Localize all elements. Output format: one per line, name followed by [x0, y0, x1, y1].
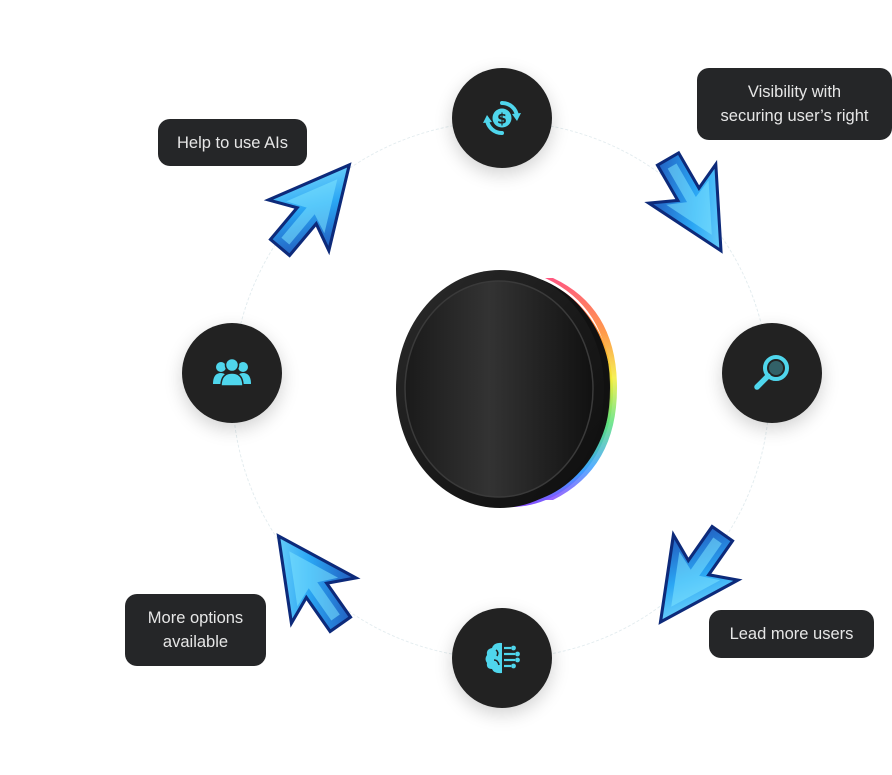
label-help-ai-text: Help to use AIs: [177, 133, 288, 152]
magnifier-icon: [754, 355, 789, 390]
cursor-arrow-top-left: [263, 162, 352, 258]
label-visibility-line1: Visibility with: [747, 83, 842, 101]
label-more-options: More options available: [125, 594, 266, 666]
users-group-icon: [213, 357, 251, 387]
label-lead-users: Lead more users: [709, 610, 874, 658]
svg-text:$: $: [497, 112, 507, 128]
node-currency-exchange: $: [452, 68, 552, 168]
label-visibility-line2: securing user’s right: [720, 107, 869, 125]
label-lead-users-text: Lead more users: [729, 625, 854, 643]
node-users-group: [182, 323, 282, 423]
cursor-arrow-bottom-right: [658, 524, 743, 625]
label-help-ai: Help to use AIs: [158, 119, 307, 166]
central-device-image: [396, 270, 617, 508]
node-magnifier: [722, 323, 822, 423]
cursor-arrow-top-right: [644, 150, 723, 254]
cursor-arrow-bottom-left: [276, 533, 361, 634]
node-ai-brain: [452, 608, 552, 708]
label-visibility: Visibility with securing user’s right: [697, 68, 892, 140]
label-more-options-line1: More options: [147, 609, 244, 627]
ai-brain-icon: [485, 642, 520, 674]
currency-exchange-icon: $: [483, 100, 521, 136]
label-more-options-line2: available: [162, 633, 229, 651]
